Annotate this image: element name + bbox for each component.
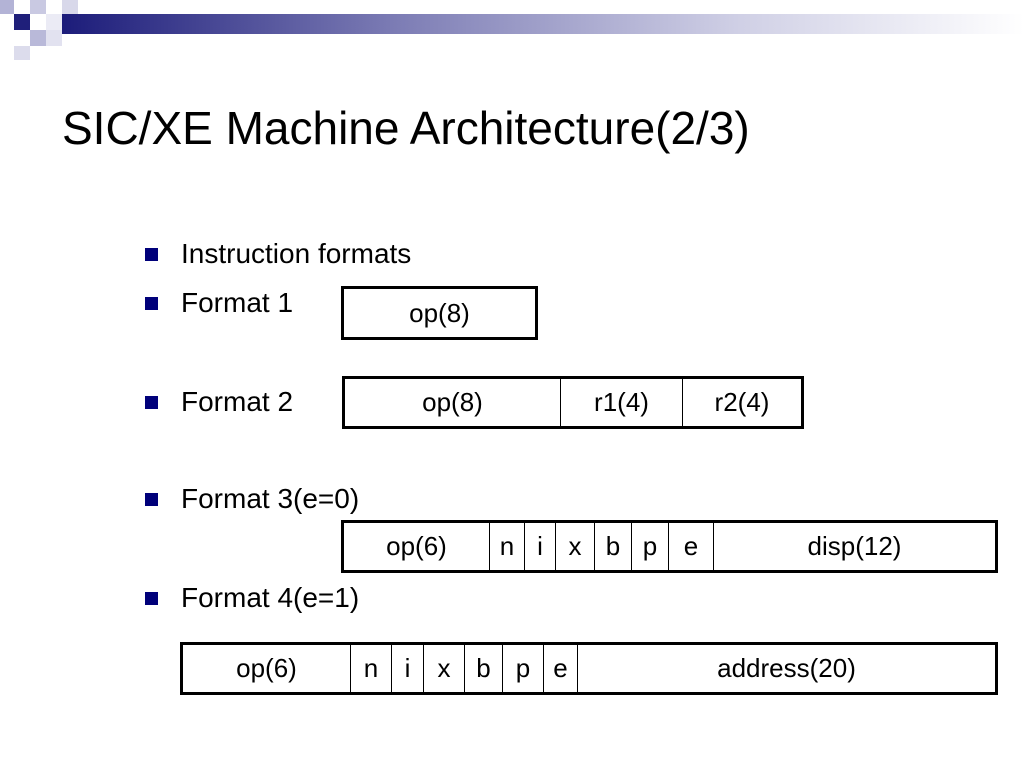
header-decoration [0, 0, 1024, 60]
header-square [30, 30, 46, 46]
field-p: p [632, 523, 669, 570]
bullet-format-2: Format 2 [145, 384, 293, 420]
header-square [46, 30, 62, 46]
field-i: i [525, 523, 556, 570]
header-square [62, 0, 78, 14]
field-op: op(8) [345, 379, 561, 426]
square-bullet-icon [145, 296, 158, 310]
field-b: b [595, 523, 632, 570]
field-i: i [392, 645, 424, 692]
bullet-format-3: Format 3(e=0) [145, 481, 359, 517]
field-n: n [351, 645, 392, 692]
field-op: op(6) [344, 523, 490, 570]
header-square [14, 14, 30, 30]
header-square [0, 0, 14, 14]
field-n: n [490, 523, 525, 570]
field-op: op(8) [409, 297, 470, 328]
square-bullet-icon [145, 247, 158, 261]
header-gradient-bar [62, 14, 1024, 34]
bullet-text: Instruction formats [181, 238, 412, 269]
format-3-box: op(6) n i x b p e disp(12) [341, 520, 998, 573]
bullet-text: Format 4(e=1) [181, 582, 360, 613]
bullet-text: Format 1 [181, 287, 294, 318]
bullet-instruction-formats: Instruction formats [145, 236, 411, 272]
header-square [30, 0, 46, 14]
format-2-box: op(8) r1(4) r2(4) [342, 376, 804, 429]
bullet-text: Format 3(e=0) [181, 483, 360, 514]
bullet-text: Format 2 [181, 386, 294, 417]
slide-title: SIC/XE Machine Architecture(2/3) [62, 102, 750, 154]
field-address: address(20) [717, 653, 856, 683]
square-bullet-icon [145, 395, 158, 409]
header-square [46, 14, 62, 30]
bullet-format-1: Format 1 [145, 285, 293, 321]
field-disp: disp(12) [807, 531, 902, 561]
bullet-format-4: Format 4(e=1) [145, 580, 359, 616]
square-bullet-icon [145, 492, 158, 506]
format-1-box: op(8) [341, 286, 538, 340]
field-x: x [424, 645, 465, 692]
field-x: x [556, 523, 595, 570]
square-bullet-icon [145, 591, 158, 605]
field-b: b [465, 645, 503, 692]
field-e: e [544, 645, 578, 692]
format-4-box: op(6) n i x b p e address(20) [180, 642, 998, 695]
header-square [14, 46, 30, 60]
field-op: op(6) [183, 645, 351, 692]
field-r2: r2(4) [714, 387, 770, 417]
field-p: p [503, 645, 544, 692]
field-r1: r1(4) [561, 379, 683, 426]
field-e: e [669, 523, 714, 570]
